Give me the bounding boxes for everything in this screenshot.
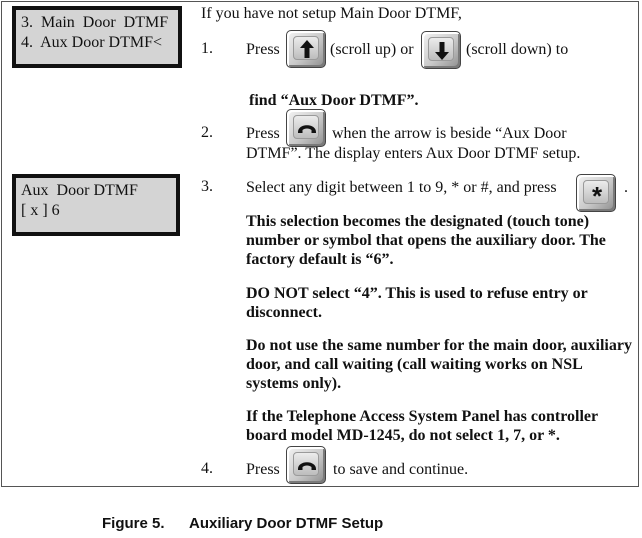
step-4-number: 4. — [201, 460, 213, 477]
intro-text: If you have not setup Main Door DTMF, — [201, 5, 462, 22]
step-3-period: . — [624, 179, 628, 196]
step-1-down-text: (scroll down) to — [466, 41, 569, 58]
step-2-press: Press — [246, 125, 280, 142]
step-1-find-text: find “Aux Door DTMF”. — [249, 92, 419, 109]
step-1-up-text: (scroll up) or — [330, 41, 414, 58]
step-3-note-3: Do not use the same number for the main … — [246, 337, 632, 392]
star-key-label: * — [592, 181, 603, 211]
step-4-press: Press — [246, 461, 280, 478]
lcd-display-aux-setup: Aux Door DTMF [ x ] 6 — [12, 174, 180, 236]
step-3-text: Select any digit between 1 to 9, * or #,… — [246, 179, 557, 196]
step-4-text: to save and continue. — [333, 461, 469, 478]
phone-handset-key-icon — [286, 446, 326, 484]
lcd-line-2: 4. Aux Door DTMF< — [21, 34, 163, 51]
star-key-icon: * — [576, 174, 616, 212]
step-3-number: 3. — [201, 178, 213, 195]
step-2-number: 2. — [201, 124, 213, 141]
lcd-line-2: [ x ] 6 — [21, 202, 60, 219]
step-1-number: 1. — [201, 40, 213, 57]
step-3-note-2: DO NOT select “4”. This is used to refus… — [246, 285, 588, 321]
step-2-line-1: when the arrow is beside “Aux Door — [332, 125, 567, 142]
lcd-line-1: Aux Door DTMF — [21, 182, 138, 199]
step-2-line-2: DTMF”. The display enters Aux Door DTMF … — [246, 145, 581, 162]
phone-handset-key-icon — [286, 109, 326, 147]
figure-label: Figure 5. — [102, 515, 165, 532]
step-3-note-4: If the Telephone Access System Panel has… — [246, 408, 598, 444]
step-3-note-1: This selection becomes the designated (t… — [246, 213, 606, 268]
lcd-line-1: 3. Main Door DTMF — [21, 14, 169, 31]
arrow-down-key-icon — [421, 31, 461, 69]
instruction-frame — [1, 1, 639, 487]
arrow-up-key-icon — [286, 30, 326, 68]
step-1-press: Press — [246, 41, 280, 58]
lcd-display-menu: 3. Main Door DTMF 4. Aux Door DTMF< — [12, 6, 182, 68]
figure-title: Auxiliary Door DTMF Setup — [189, 515, 384, 532]
